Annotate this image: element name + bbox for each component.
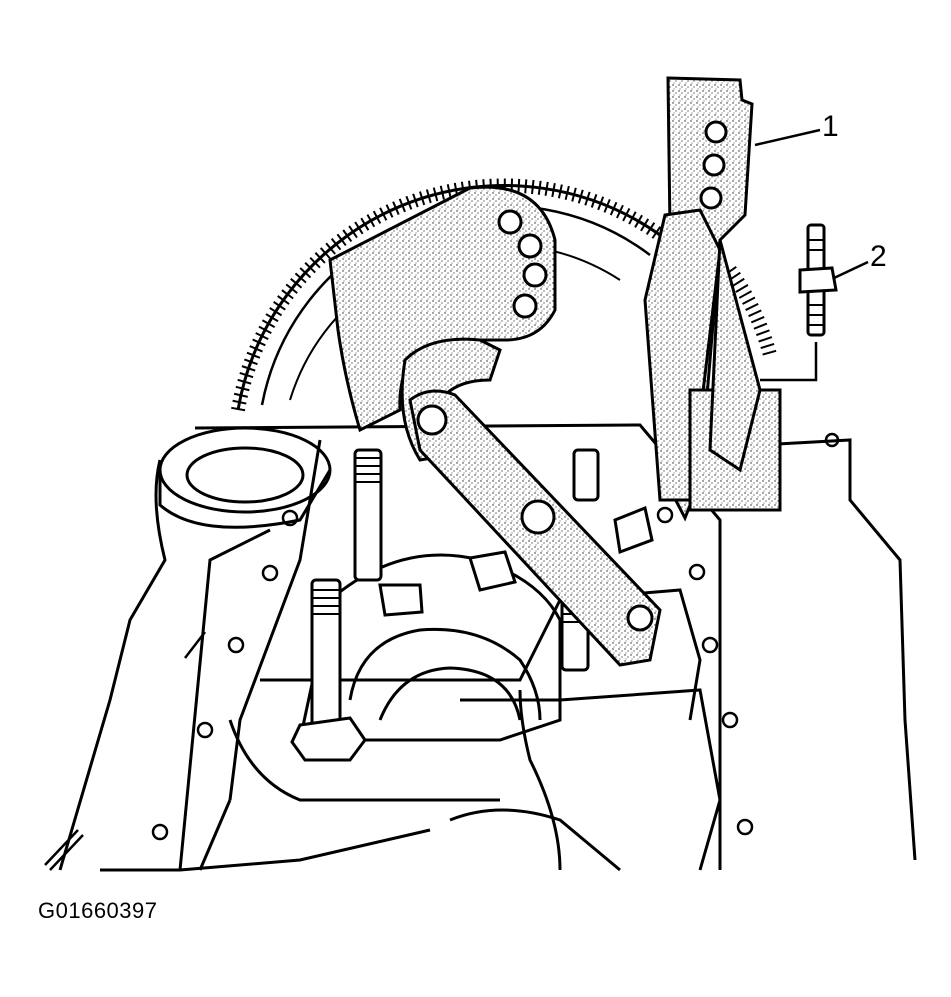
leader-line-1	[754, 128, 821, 147]
callout-2: 2	[870, 240, 887, 273]
tool-bolt	[613, 505, 654, 555]
bolt-holes	[151, 432, 840, 841]
engine-block	[58, 423, 917, 872]
tool-holes	[416, 209, 654, 632]
bracket-tool	[643, 76, 782, 522]
side-hose	[44, 631, 206, 871]
figure-code: G01660397	[38, 898, 158, 923]
bolt-fastener	[798, 223, 838, 337]
callout-1: 1	[822, 110, 839, 143]
leader-line-2	[833, 260, 869, 280]
leader-line-bolt	[760, 342, 818, 382]
cylinder-bore	[158, 426, 332, 529]
leader-lines	[754, 128, 869, 382]
bracket-holes	[699, 120, 728, 210]
